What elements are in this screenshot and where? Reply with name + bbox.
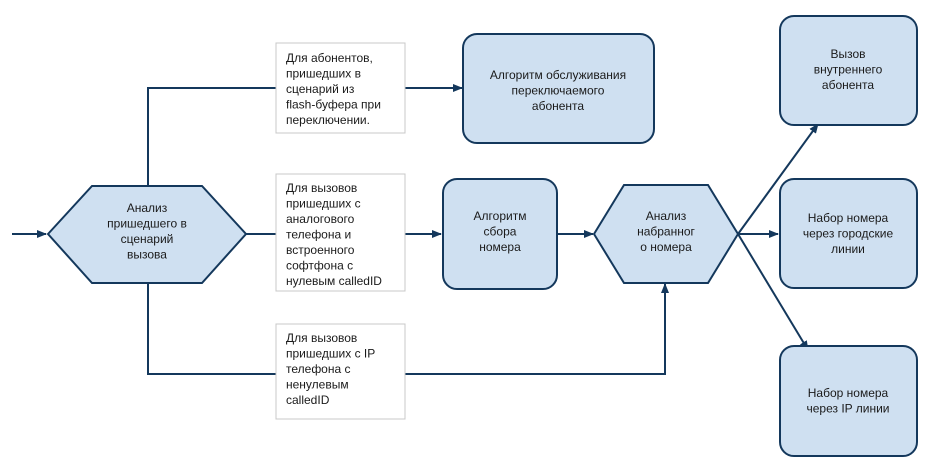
note-ip-phone-text-line: телефона с bbox=[286, 362, 351, 376]
note-analog-phone-text-line: телефона и bbox=[286, 228, 351, 242]
node-transfer-algorithm-text-line: переключаемого bbox=[512, 84, 605, 98]
node-dialed-analysis-text-line: Анализ bbox=[646, 209, 687, 223]
connector-to-internal-call bbox=[737, 123, 819, 235]
note-analog-phone-text-line: Для вызовов bbox=[286, 181, 357, 195]
connector-to-ip-lines bbox=[737, 233, 809, 351]
note-ip-phone-text-line: ненулевым bbox=[286, 378, 349, 392]
node-ip-lines-text: Набор номера через IP линии bbox=[806, 386, 889, 416]
node-ip-lines-text-line: Набор номера bbox=[808, 386, 889, 400]
node-city-lines-text-line: Набор номера bbox=[808, 211, 889, 225]
node-transfer-algorithm-text-line: Алгоритм обслуживания bbox=[490, 68, 626, 82]
node-analysis-incoming-text-line: сценарий bbox=[121, 232, 174, 246]
node-ip-lines: Набор номера через IP линии bbox=[779, 345, 918, 457]
node-number-collection-text-line: сбора bbox=[484, 225, 517, 239]
note-flash-buffer-text-line: переключении. bbox=[286, 113, 370, 127]
note-flash-buffer-text-line: flash-буфера при bbox=[286, 98, 381, 112]
note-ip-phone-text-line: calledID bbox=[286, 393, 330, 407]
node-analysis-incoming-text-line: Анализ bbox=[127, 201, 168, 215]
node-internal-call-text-line: Вызов bbox=[830, 47, 865, 61]
note-analog-phone-text-line: пришедших с bbox=[286, 197, 361, 211]
node-analysis-incoming-text-line: пришедшего в bbox=[107, 217, 187, 231]
node-dialed-analysis-text-line: набранног bbox=[637, 225, 695, 239]
node-ip-lines-text-line: через IP линии bbox=[806, 402, 889, 416]
node-city-lines-text-line: через городские bbox=[803, 227, 894, 241]
note-analog-phone-text-line: софтфона с bbox=[286, 259, 353, 273]
note-flash-buffer-text-line: Для абонентов, bbox=[286, 51, 373, 65]
note-analog-phone-text-line: встроенного bbox=[286, 243, 355, 257]
node-analysis-incoming-text-line: вызова bbox=[127, 248, 167, 262]
connector-ip-phone bbox=[147, 283, 669, 375]
note-flash-buffer-text-line: пришедших в bbox=[286, 67, 361, 81]
node-transfer-algorithm-text-line: абонента bbox=[532, 99, 585, 113]
note-flash-buffer-text-line: сценарий из bbox=[286, 82, 355, 96]
note-ip-phone-text-line: пришедших с IP bbox=[286, 347, 375, 361]
node-internal-call-text-line: абонента bbox=[822, 78, 875, 92]
node-city-lines-text-line: линии bbox=[831, 242, 865, 256]
note-ip-phone-text-line: Для вызовов bbox=[286, 331, 357, 345]
note-analog-phone-text-line: нулевым calledID bbox=[286, 274, 382, 288]
node-number-collection-text-line: номера bbox=[479, 240, 521, 254]
node-number-collection-text-line: Алгоритм bbox=[474, 209, 527, 223]
node-internal-call-text-line: внутреннего bbox=[814, 63, 883, 77]
node-dialed-analysis-text-line: о номера bbox=[640, 240, 692, 254]
note-analog-phone-text-line: аналогового bbox=[286, 212, 355, 226]
